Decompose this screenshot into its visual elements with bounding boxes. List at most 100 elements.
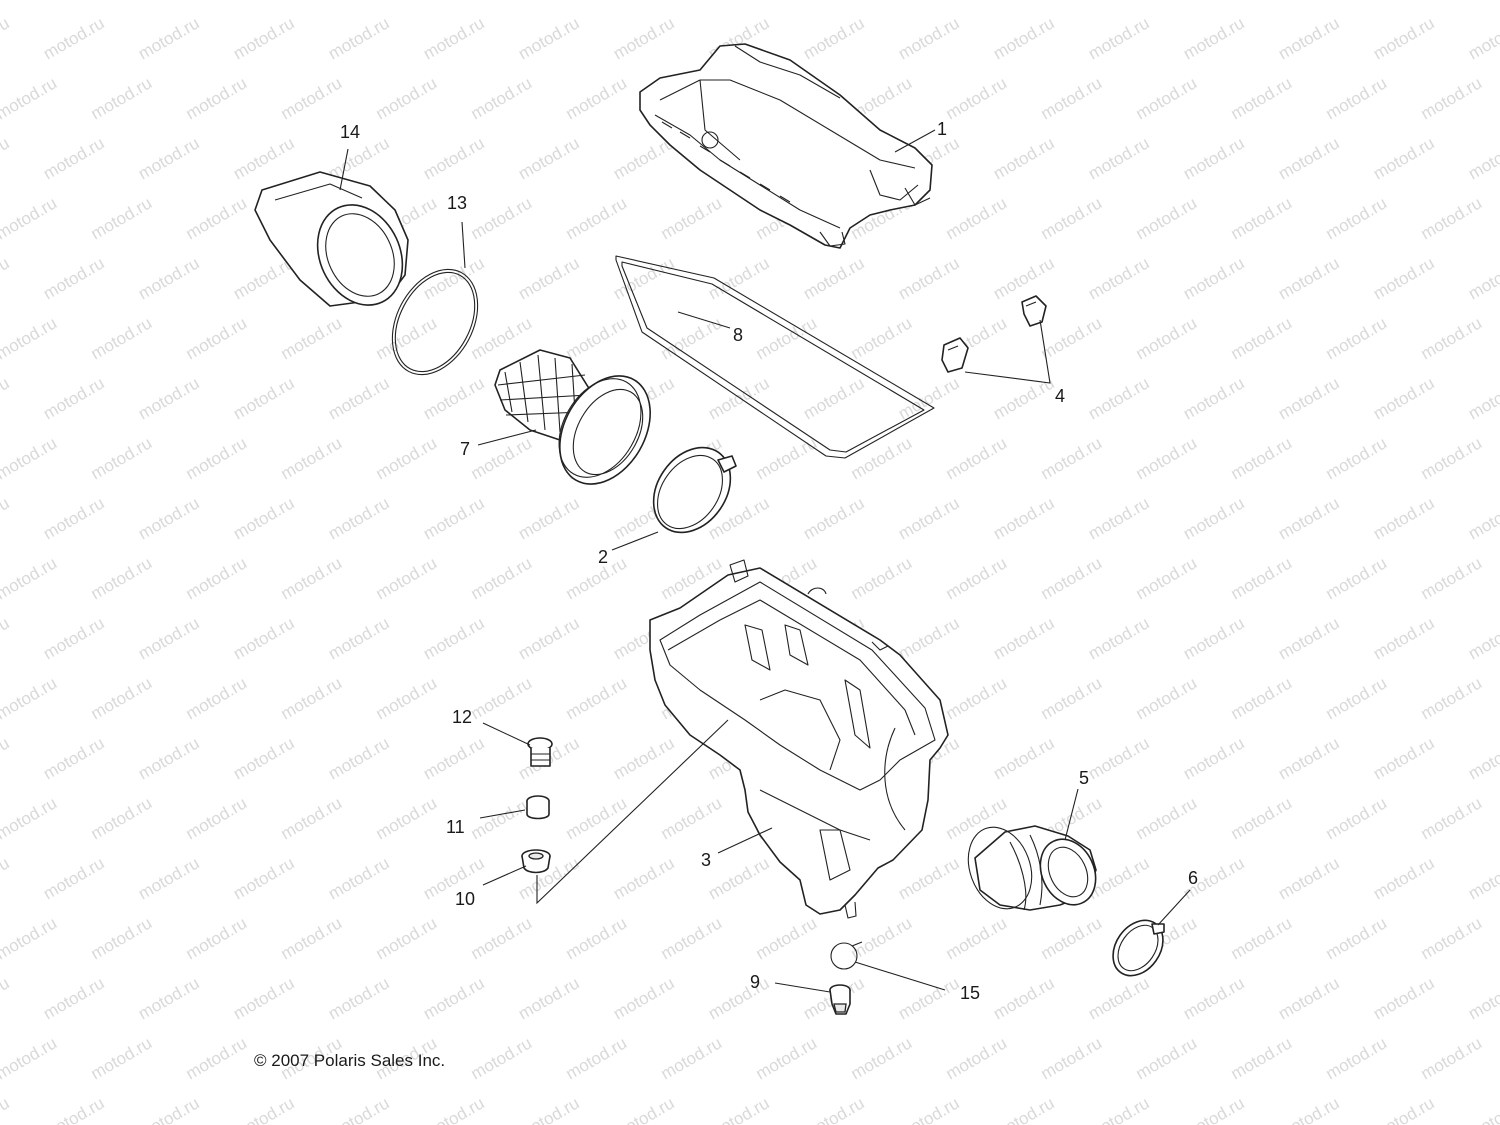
watermark-text: motod.ru xyxy=(1370,613,1438,663)
watermark-text: motod.ru xyxy=(135,373,203,423)
watermark-text: motod.ru xyxy=(1465,13,1500,63)
watermark-text: motod.ru xyxy=(40,373,108,423)
leader-11 xyxy=(479,809,526,819)
watermark-text: motod.ru xyxy=(0,0,60,3)
part-1-airbox-cover xyxy=(639,43,933,249)
watermark-text: motod.ru xyxy=(943,193,1011,243)
watermark-text: motod.ru xyxy=(1085,133,1153,183)
callout-14: 14 xyxy=(340,122,360,142)
watermark-text: motod.ru xyxy=(1275,373,1343,423)
part-9-drain-valve xyxy=(829,984,851,1015)
watermark-text: motod.ru xyxy=(990,253,1058,303)
part-7-filter-element xyxy=(494,349,651,485)
watermark-text: motod.ru xyxy=(420,853,488,903)
watermark-text: motod.ru xyxy=(230,133,298,183)
watermark-text: motod.ru xyxy=(40,493,108,543)
watermark-text: motod.ru xyxy=(1418,73,1486,123)
watermark-text: motod.ru xyxy=(325,373,393,423)
watermark-text: motod.ru xyxy=(230,733,298,783)
watermark-text: motod.ru xyxy=(1228,433,1296,483)
watermark-text: motod.ru xyxy=(1370,733,1438,783)
watermark-text: motod.ru xyxy=(848,913,916,963)
watermark-text: motod.ru xyxy=(230,373,298,423)
watermark-text: motod.ru xyxy=(0,913,60,963)
watermark-text: motod.ru xyxy=(1465,253,1500,303)
watermark-text: motod.ru xyxy=(610,13,678,63)
watermark-text: motod.ru xyxy=(0,73,60,123)
watermark-text: motod.ru xyxy=(753,0,821,3)
watermark-text: motod.ru xyxy=(468,313,536,363)
watermark-text: motod.ru xyxy=(515,973,583,1023)
watermark-text: motod.ru xyxy=(1418,673,1486,723)
watermark-text: motod.ru xyxy=(1180,253,1248,303)
watermark-text: motod.ru xyxy=(420,13,488,63)
watermark-text: motod.ru xyxy=(135,613,203,663)
callout-4: 4 xyxy=(1055,386,1065,406)
watermark-text: motod.ru xyxy=(88,793,156,843)
callout-9: 9 xyxy=(750,972,760,992)
watermark-text: motod.ru xyxy=(1418,1033,1486,1083)
watermark-text: motod.ru xyxy=(183,313,251,363)
watermark-text: motod.ru xyxy=(88,313,156,363)
watermark-text: motod.ru xyxy=(1465,373,1500,423)
watermark-text: motod.ru xyxy=(1228,673,1296,723)
watermark-text: motod.ru xyxy=(420,373,488,423)
watermark-text: motod.ru xyxy=(1038,193,1106,243)
callout-5: 5 xyxy=(1079,768,1089,788)
watermark-text: motod.ru xyxy=(0,253,13,303)
watermark-text: motod.ru xyxy=(183,913,251,963)
watermark-text: motod.ru xyxy=(0,673,60,723)
watermark-text: motod.ru xyxy=(1323,73,1391,123)
callout-7: 7 xyxy=(460,439,470,459)
watermark-text: motod.ru xyxy=(1418,313,1486,363)
watermark-text: motod.ru xyxy=(1180,493,1248,543)
watermark-text: motod.ru xyxy=(468,673,536,723)
watermark-text: motod.ru xyxy=(325,613,393,663)
watermark-text: motod.ru xyxy=(40,1093,108,1125)
watermark-text: motod.ru xyxy=(1085,973,1153,1023)
watermark-text: motod.ru xyxy=(895,613,963,663)
callout-labels: 1 2 3 4 5 6 7 8 9 10 11 12 13 14 15 xyxy=(340,119,1198,1003)
watermark-text: motod.ru xyxy=(278,0,346,3)
watermark-text: motod.ru xyxy=(1465,1093,1500,1125)
watermark-text: motod.ru xyxy=(1228,793,1296,843)
watermark-text: motod.ru xyxy=(88,193,156,243)
watermark-text: motod.ru xyxy=(135,493,203,543)
watermark-text: motod.ru xyxy=(88,433,156,483)
callout-11: 11 xyxy=(446,817,465,837)
watermark-text: motod.ru xyxy=(0,433,60,483)
watermark-text: motod.ru xyxy=(373,553,441,603)
watermark-text: motod.ru xyxy=(990,13,1058,63)
watermark-text: motod.ru xyxy=(895,253,963,303)
watermark-text: motod.ru xyxy=(563,313,631,363)
watermark-text: motod.ru xyxy=(135,733,203,783)
watermark-text: motod.ru xyxy=(515,1093,583,1125)
watermark-text: motod.ru xyxy=(990,613,1058,663)
watermark-text: motod.ru xyxy=(658,913,726,963)
watermark-text: motod.ru xyxy=(895,493,963,543)
watermark-text: motod.ru xyxy=(230,973,298,1023)
watermark-text: motod.ru xyxy=(40,733,108,783)
watermark-text: motod.ru xyxy=(563,193,631,243)
watermark-text: motod.ru xyxy=(325,853,393,903)
watermark-text: motod.ru xyxy=(183,1033,251,1083)
watermark-text: motod.ru xyxy=(183,793,251,843)
watermark-text: motod.ru xyxy=(1275,853,1343,903)
watermark-text: motod.ru xyxy=(990,493,1058,543)
watermark-text: motod.ru xyxy=(373,313,441,363)
watermark-text: motod.ru xyxy=(1323,0,1391,3)
watermark-text: motod.ru xyxy=(705,1093,773,1125)
watermark-text: motod.ru xyxy=(88,73,156,123)
watermark-text: motod.ru xyxy=(1038,73,1106,123)
watermark-text: motod.ru xyxy=(1085,1093,1153,1125)
watermark-text: motod.ru xyxy=(183,0,251,3)
watermark-text: motod.ru xyxy=(943,553,1011,603)
watermark-text: motod.ru xyxy=(848,553,916,603)
watermark-text: motod.ru xyxy=(1323,313,1391,363)
watermark-text: motod.ru xyxy=(0,13,13,63)
watermark-text: motod.ru xyxy=(468,73,536,123)
watermark-text: motod.ru xyxy=(990,133,1058,183)
watermark-text: motod.ru xyxy=(1085,253,1153,303)
watermark-text: motod.ru xyxy=(373,673,441,723)
watermark-text: motod.ru xyxy=(88,1033,156,1083)
